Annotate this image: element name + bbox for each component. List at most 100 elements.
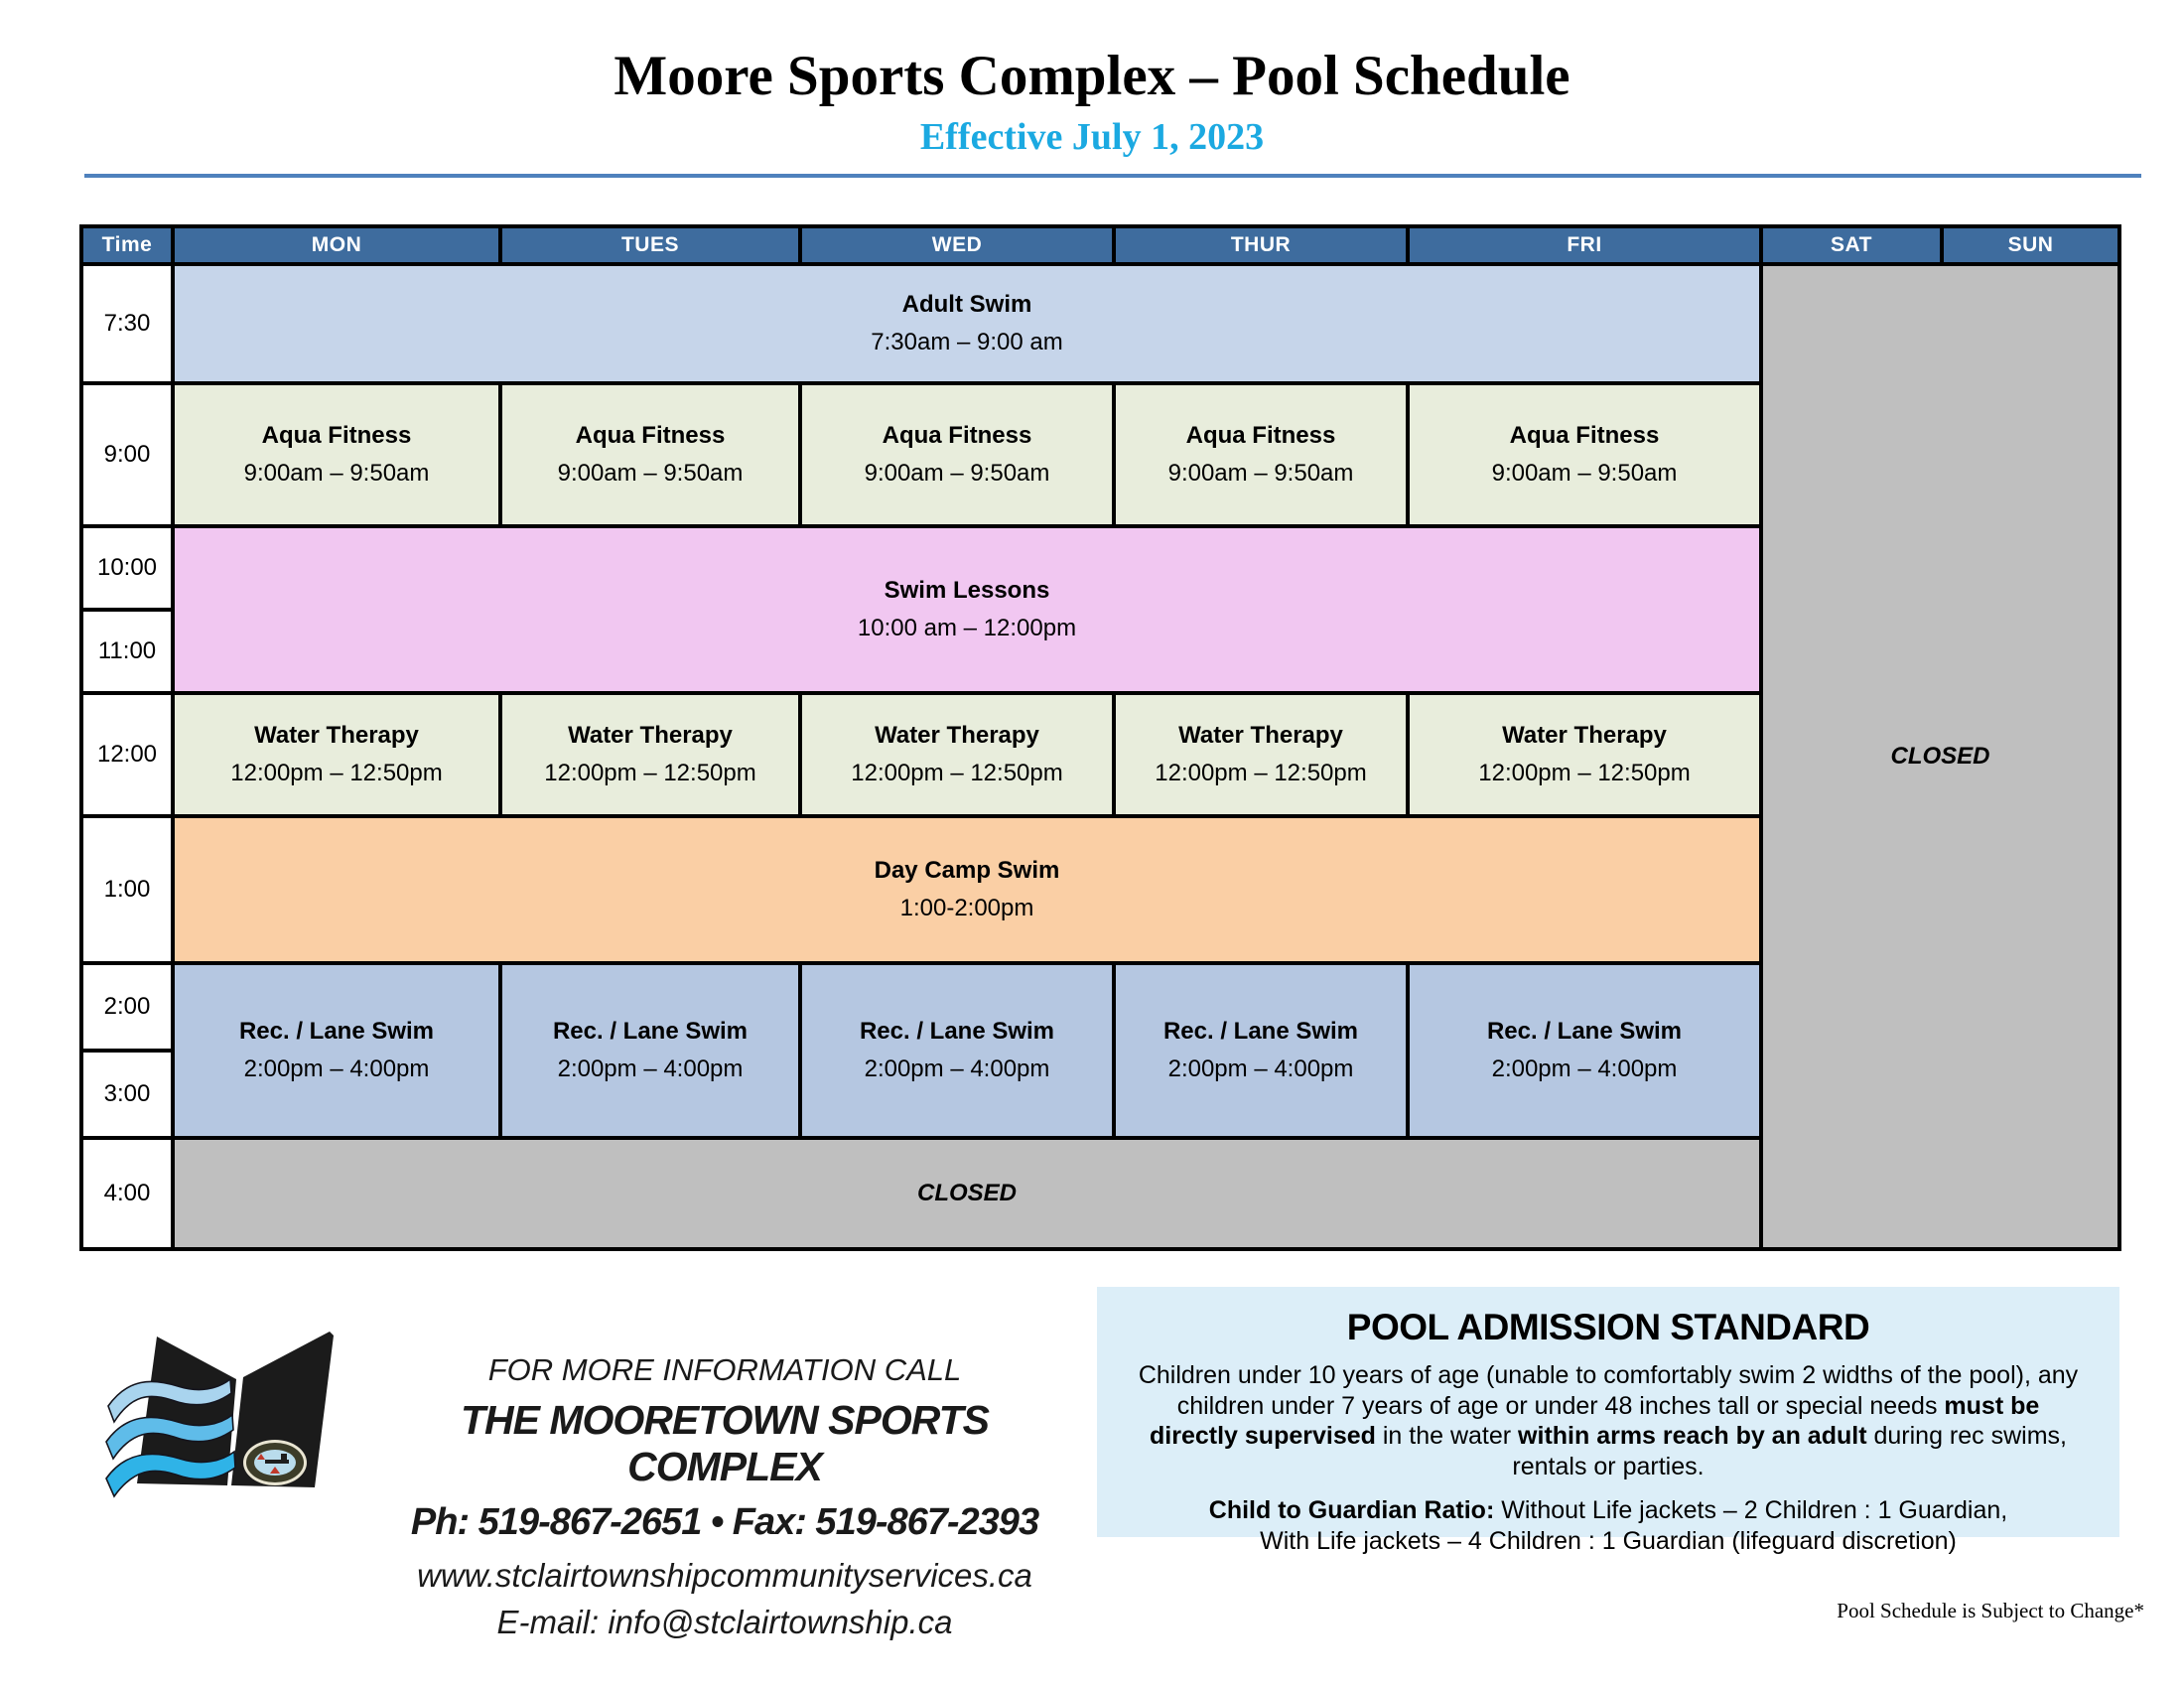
ratio-text-2: With Life jackets – 4 Children : 1 Guard… xyxy=(1260,1527,1957,1555)
admission-text: during rec swims, rentals or parties. xyxy=(1512,1422,2067,1480)
admission-text: in the water xyxy=(1375,1422,1519,1450)
event-title: Water Therapy xyxy=(254,721,419,749)
admission-ratio: Child to Guardian Ratio: Without Life ja… xyxy=(1131,1495,2086,1557)
admission-title: POOL ADMISSION STANDARD xyxy=(1346,1307,1870,1347)
contact-email[interactable]: E-mail: info@stclairtownship.ca xyxy=(496,1604,953,1640)
event-time: 12:00pm – 12:50pm xyxy=(851,760,1063,786)
event-title: Aqua Fitness xyxy=(261,421,412,449)
ratio-text-1: Without Life jackets – 2 Children : 1 Gu… xyxy=(1494,1496,2008,1524)
event-title: Rec. / Lane Swim xyxy=(238,1017,435,1045)
event-title: Rec. / Lane Swim xyxy=(552,1017,749,1045)
header-cell-tues: TUES xyxy=(502,228,798,262)
weekend-closed-cell: CLOSED xyxy=(1763,266,2117,1247)
event-title: Adult Swim xyxy=(901,290,1032,318)
header-cell-sun: SUN xyxy=(1944,228,2117,262)
contact-call-line: FOR MORE INFORMATION CALL xyxy=(487,1352,962,1387)
time-label-2-00: 2:00 xyxy=(83,965,171,1049)
header-cell-time: Time xyxy=(83,228,171,262)
event-adult-swim: Adult Swim 7:30am – 9:00 am xyxy=(175,266,1759,381)
admission-text: Children under 10 years of age (unable t… xyxy=(1138,1361,2079,1420)
event-water-therapy-wed: Water Therapy 12:00pm – 12:50pm xyxy=(802,695,1112,814)
event-day-camp-swim: Day Camp Swim 1:00-2:00pm xyxy=(175,818,1759,961)
time-label-9-00: 9:00 xyxy=(83,385,171,524)
event-title: Rec. / Lane Swim xyxy=(1162,1017,1359,1045)
event-water-therapy-fri: Water Therapy 12:00pm – 12:50pm xyxy=(1410,695,1759,814)
time-label-11-00: 11:00 xyxy=(83,612,171,691)
contact-website[interactable]: www.stclairtownshipcommunityservices.ca xyxy=(417,1557,1032,1594)
event-title: Water Therapy xyxy=(875,721,1039,749)
event-time: 2:00pm – 4:00pm xyxy=(243,1055,430,1082)
header-cell-fri: FRI xyxy=(1410,228,1759,262)
event-title: Rec. / Lane Swim xyxy=(1486,1017,1683,1045)
event-rec-lane-swim-mon: Rec. / Lane Swim 2:00pm – 4:00pm xyxy=(175,965,498,1136)
pool-admission-standard-box: POOL ADMISSION STANDARD Children under 1… xyxy=(1097,1287,2119,1555)
event-time: 9:00am – 9:50am xyxy=(557,460,744,487)
admission-body: Children under 10 years of age (unable t… xyxy=(1131,1360,2086,1481)
event-time: 2:00pm – 4:00pm xyxy=(864,1055,1050,1082)
closed-label: CLOSED xyxy=(916,1180,1017,1206)
time-label-7-30: 7:30 xyxy=(83,266,171,381)
schedule-table: Time MON TUES WED THUR FRI SAT SUN 7:30 … xyxy=(79,224,2121,1251)
header-cell-mon: MON xyxy=(175,228,498,262)
title-divider xyxy=(84,174,2141,178)
admission-text-bold: within arms reach by an adult xyxy=(1518,1422,1867,1450)
event-rec-lane-swim-thur: Rec. / Lane Swim 2:00pm – 4:00pm xyxy=(1116,965,1406,1136)
event-water-therapy-thur: Water Therapy 12:00pm – 12:50pm xyxy=(1116,695,1406,814)
event-title: Swim Lessons xyxy=(884,576,1050,604)
event-title: Aqua Fitness xyxy=(1509,421,1660,449)
mooretown-logo xyxy=(105,1332,334,1498)
wave-bottom xyxy=(105,1450,236,1498)
time-label-3-00: 3:00 xyxy=(83,1053,171,1136)
event-time: 2:00pm – 4:00pm xyxy=(1491,1055,1678,1082)
time-label-1-00: 1:00 xyxy=(83,818,171,961)
event-title: Aqua Fitness xyxy=(882,421,1032,449)
header-cell-wed: WED xyxy=(802,228,1112,262)
header-cell-thur: THUR xyxy=(1116,228,1406,262)
page-subtitle: Effective July 1, 2023 xyxy=(919,116,1265,158)
event-time: 9:00am – 9:50am xyxy=(243,460,430,487)
event-title: Rec. / Lane Swim xyxy=(859,1017,1055,1045)
event-rec-lane-swim-tues: Rec. / Lane Swim 2:00pm – 4:00pm xyxy=(502,965,798,1136)
event-time: 9:00am – 9:50am xyxy=(864,460,1050,487)
event-aqua-fitness-fri: Aqua Fitness 9:00am – 9:50am xyxy=(1410,385,1759,524)
event-time: 10:00 am – 12:00pm xyxy=(857,615,1077,641)
time-label-4-00: 4:00 xyxy=(83,1140,171,1247)
event-title: Water Therapy xyxy=(568,721,733,749)
logo-left-panel xyxy=(137,1336,236,1485)
wave-top xyxy=(107,1377,232,1424)
contact-facility-name: THE MOORETOWN SPORTS COMPLEX xyxy=(460,1397,990,1489)
event-water-therapy-mon: Water Therapy 12:00pm – 12:50pm xyxy=(175,695,498,814)
event-title: Water Therapy xyxy=(1178,721,1343,749)
ratio-label: Child to Guardian Ratio: xyxy=(1208,1496,1495,1524)
closed-label: CLOSED xyxy=(1890,743,1990,770)
event-aqua-fitness-tues: Aqua Fitness 9:00am – 9:50am xyxy=(502,385,798,524)
schedule-change-footnote: Pool Schedule is Subject to Change* xyxy=(1837,1599,2144,1622)
event-title: Aqua Fitness xyxy=(1185,421,1336,449)
event-title: Day Camp Swim xyxy=(874,856,1060,884)
time-label-10-00: 10:00 xyxy=(83,528,171,608)
event-rec-lane-swim-fri: Rec. / Lane Swim 2:00pm – 4:00pm xyxy=(1410,965,1759,1136)
weekday-closed-cell: CLOSED xyxy=(175,1140,1759,1247)
page-title: Moore Sports Complex – Pool Schedule xyxy=(614,45,1570,107)
event-water-therapy-tues: Water Therapy 12:00pm – 12:50pm xyxy=(502,695,798,814)
event-title: Water Therapy xyxy=(1502,721,1667,749)
event-time: 12:00pm – 12:50pm xyxy=(544,760,756,786)
event-time: 7:30am – 9:00 am xyxy=(871,329,1063,355)
event-time: 2:00pm – 4:00pm xyxy=(1167,1055,1354,1082)
event-time: 9:00am – 9:50am xyxy=(1167,460,1354,487)
event-time: 2:00pm – 4:00pm xyxy=(557,1055,744,1082)
township-seal xyxy=(243,1440,307,1485)
event-time: 1:00-2:00pm xyxy=(899,895,1034,921)
event-aqua-fitness-wed: Aqua Fitness 9:00am – 9:50am xyxy=(802,385,1112,524)
admission-text-bold: must be directly supervised xyxy=(1150,1391,2040,1451)
time-label-12-00: 12:00 xyxy=(83,695,171,814)
event-time: 12:00pm – 12:50pm xyxy=(230,760,443,786)
wave-middle xyxy=(105,1413,234,1461)
event-time: 12:00pm – 12:50pm xyxy=(1478,760,1691,786)
event-time: 12:00pm – 12:50pm xyxy=(1155,760,1367,786)
event-aqua-fitness-mon: Aqua Fitness 9:00am – 9:50am xyxy=(175,385,498,524)
event-title: Aqua Fitness xyxy=(575,421,726,449)
event-rec-lane-swim-wed: Rec. / Lane Swim 2:00pm – 4:00pm xyxy=(802,965,1112,1136)
contact-phone-fax: Ph: 519-867-2651 • Fax: 519-867-2393 xyxy=(410,1501,1039,1543)
